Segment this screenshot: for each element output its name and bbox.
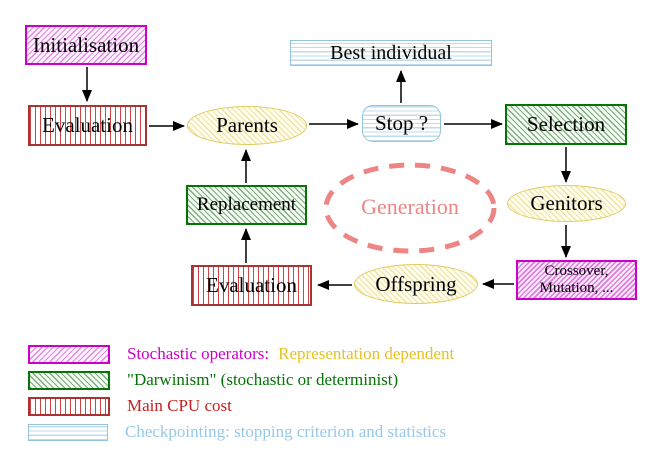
node-evaluation-top: Evaluation — [28, 105, 147, 146]
node-evaluation-top-label: Evaluation — [42, 113, 133, 138]
legend-label-checkpointing: Checkpointing: stopping criterion and st… — [125, 422, 447, 441]
legend-label-stochastic-operators: Stochastic operators: — [127, 344, 270, 363]
legend-label-representation-dependent: Representation dependent — [278, 344, 455, 363]
node-offspring-label: Offspring — [375, 271, 457, 296]
legend-row-darwinism: "Darwinism" (stochastic or determinist) — [28, 370, 399, 390]
legend-swatch-checkpointing — [28, 423, 108, 441]
node-stop-label: Stop ? — [374, 111, 429, 136]
node-parents: Parents — [187, 106, 307, 145]
node-replacement-label: Replacement — [196, 194, 297, 216]
node-offspring: Offspring — [354, 264, 478, 304]
node-best-individual-label: Best individual — [330, 41, 452, 64]
node-replacement: Replacement — [186, 185, 307, 225]
legend-label-main-cpu-cost: Main CPU cost — [127, 396, 232, 415]
node-selection-label: Selection — [526, 112, 606, 137]
legend-swatch-darwinism — [28, 370, 110, 390]
legend-swatch-main-cpu-cost — [28, 396, 110, 416]
node-evaluation-bottom-label: Evaluation — [206, 273, 297, 298]
node-genitors: Genitors — [507, 185, 626, 222]
node-parents-label: Parents — [216, 113, 278, 138]
node-crossover-mutation: Crossover, Mutation, ... — [516, 260, 637, 300]
legend-row-checkpointing: Checkpointing: stopping criterion and st… — [28, 422, 447, 441]
node-best-individual: Best individual — [290, 40, 492, 66]
legend-row-stochastic-operators: Stochastic operators: Representation dep… — [28, 344, 455, 364]
crossover-line1: Crossover, — [544, 262, 609, 279]
node-genitors-label: Genitors — [530, 191, 603, 216]
legend-label-darwinism: "Darwinism" (stochastic or determinist) — [127, 370, 399, 389]
crossover-line2: Mutation, ... — [539, 280, 614, 296]
node-selection: Selection — [505, 104, 627, 145]
legend-swatch-stochastic-operators — [28, 344, 110, 364]
node-crossover-mutation-label: Crossover, Mutation, ... — [540, 263, 614, 298]
node-stop: Stop ? — [362, 105, 441, 142]
node-initialisation: Initialisation — [25, 25, 147, 65]
node-initialisation-label: Initialisation — [32, 32, 140, 57]
node-evaluation-bottom: Evaluation — [191, 265, 312, 306]
generation-cycle-label: Generation — [361, 194, 459, 219]
legend-row-main-cpu-cost: Main CPU cost — [28, 396, 232, 416]
